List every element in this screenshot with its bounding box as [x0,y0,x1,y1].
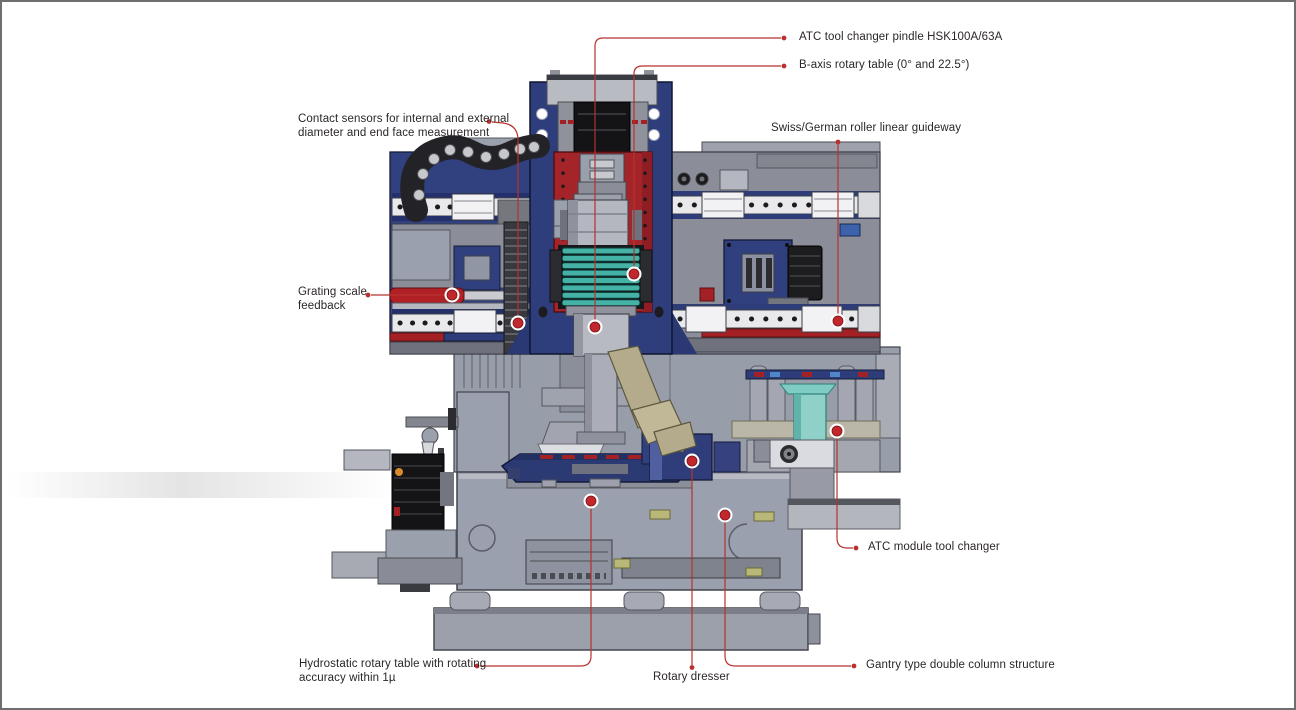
marker-contact-sensors [510,315,526,331]
leader-contact-sensors [491,121,519,323]
leader-atc-spindle [594,37,781,327]
coolant-and-motor-unit [331,408,463,592]
dresser-arm [607,345,697,457]
cross-beam [669,141,881,355]
base-slab [433,591,821,651]
spindle-assembly [549,181,653,445]
callout-b-axis-text: B-axis rotary table (0° and 22.5°) [799,59,970,71]
leader-b-axis [633,65,781,274]
callout-swiss-guideway-text: Swiss/German roller linear guideway [771,122,962,134]
cable-chain [400,134,550,222]
callout-contact-sensors-label: Contact sensors for internal and externa… [298,113,509,140]
callout-swiss-guideway-label: Swiss/German roller linear guideway [771,122,961,136]
callout-hydrostatic-line2: accuracy within 1µ [299,671,396,684]
callout-grating-scale-line2: feedback [298,299,346,312]
callout-atc-module-text: ATC module tool changer [868,541,1000,553]
callout-gantry-label: Gantry type double column structure [866,659,1055,673]
marker-b-axis [626,266,642,282]
callout-atc-spindle-text: ATC tool changer pindle HSK100A/63A [799,31,1003,43]
callout-hydrostatic-line1: Hydrostatic rotary table with rotating [299,658,487,670]
callout-grating-scale-line1: Grating scale [298,286,368,298]
marker-grating-scale [444,287,460,303]
marker-swiss-guideway [830,313,846,329]
marker-atc-spindle [587,319,603,335]
marker-gantry [717,507,733,523]
callout-contact-sensors-line1: Contact sensors for internal and externa… [298,113,510,125]
front-table-block [456,391,803,591]
callout-hydrostatic-label: Hydrostatic rotary table with rotating a… [299,658,486,685]
callout-gantry-text: Gantry type double column structure [866,659,1055,671]
callout-atc-spindle-label: ATC tool changer pindle HSK100A/63A [799,31,1002,45]
marker-atc-module [829,423,845,439]
marker-rotary-dresser [684,453,700,469]
marker-hydrostatic [583,493,599,509]
floor-shadow [7,472,397,498]
callout-rotary-dresser-label: Rotary dresser [653,671,730,685]
leader-atc-module [836,431,853,549]
callout-b-axis-label: B-axis rotary table (0° and 22.5°) [799,59,969,73]
callout-grating-scale-label: Grating scale feedback [298,286,367,313]
machine-markers [444,266,846,523]
callout-atc-module-label: ATC module tool changer [868,541,1000,555]
callout-leaders [371,37,853,667]
leader-gantry [724,515,851,667]
callout-rotary-dresser-text: Rotary dresser [653,671,730,683]
callout-contact-sensors-line2: diameter and end face measurement [298,126,490,139]
leader-hydrostatic [480,501,592,667]
callout-end-dots [365,35,859,670]
